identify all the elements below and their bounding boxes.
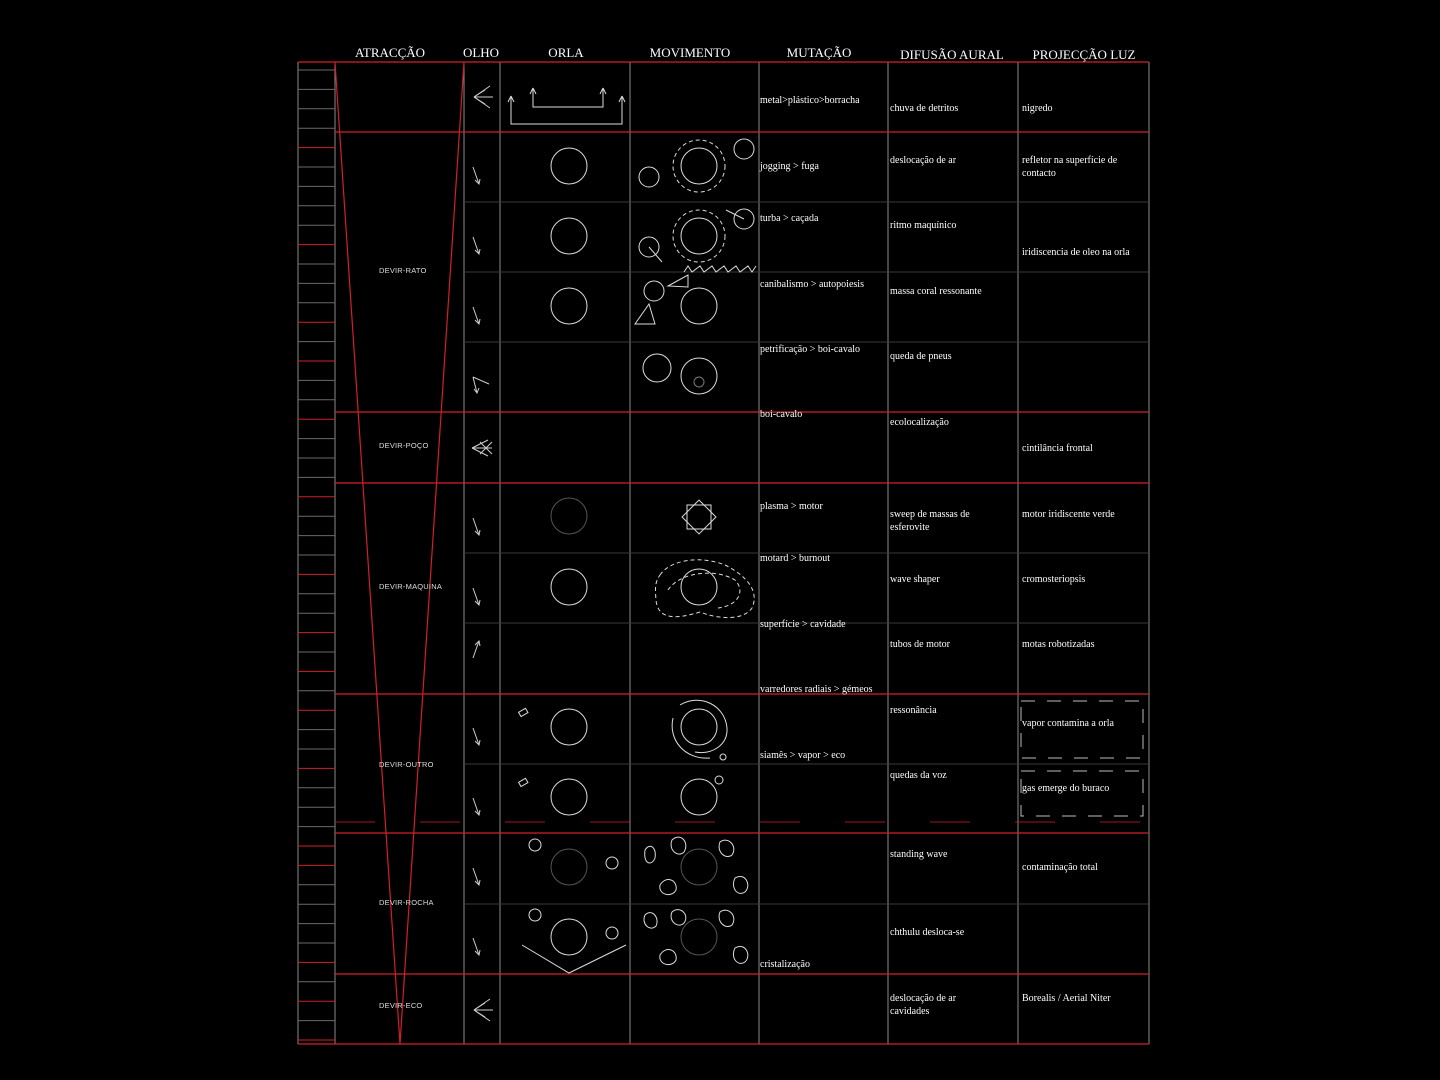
devir-label: DEVIR-ROCHA: [379, 898, 434, 907]
devir-label: DEVIR-POÇO: [379, 441, 429, 450]
mutacao-text: superfície > cavidade: [760, 619, 846, 630]
mutacao-text: varredores radiais > gémeos: [760, 684, 873, 695]
orla-tray-shape: [507, 87, 626, 125]
projeccao-text: contaminação total: [1022, 862, 1098, 873]
difusao-text: ecolocalização: [890, 417, 949, 428]
orla-dot: [528, 908, 542, 922]
difusao-text: deslocação de ar cavidades: [890, 993, 957, 1017]
orla-circle: [550, 497, 588, 535]
arrow-down-icon: [472, 306, 481, 326]
difusao-text: massa coral ressonante: [890, 286, 982, 297]
difusao-text: quedas da voz: [890, 770, 947, 781]
arrow-up-icon: [472, 639, 481, 659]
orla-circle: [550, 568, 588, 606]
difusao-text: tubos de motor: [890, 639, 950, 650]
movimento-column: [634, 138, 757, 966]
ruler-ladder: [298, 69, 335, 1041]
orla-circle: [550, 708, 588, 746]
mutacao-text: jogging > fuga: [760, 161, 819, 172]
orla-column: [507, 87, 627, 974]
orla-circle: [550, 217, 588, 255]
orla-circle: [550, 848, 588, 886]
mutacao-text: metal>plástico>borracha: [760, 95, 860, 106]
header-difusao-aural: DIFUSÃO AURAL: [900, 47, 1004, 62]
arrow-down-icon: [472, 727, 481, 747]
mutacao-text: siamês > vapor > eco: [760, 750, 846, 761]
devir-label: DEVIR-RATO: [379, 266, 427, 275]
header-atraccao: ATRACÇÃO: [354, 45, 426, 60]
projeccao-frames: [1020, 700, 1144, 817]
row-lines: [464, 201, 1149, 905]
arrow-down-icon: [472, 797, 481, 817]
arrow-down-icon: [472, 236, 481, 256]
fan-arrow-icon: [473, 85, 493, 109]
projeccao-text: gas emerge do buraco: [1022, 783, 1110, 794]
orla-chip: [517, 707, 529, 718]
difusao-text: sweep de massas de esferovite: [890, 509, 970, 533]
arrow-down-icon: [472, 166, 481, 186]
projeccao-text: cromosteriopsis: [1022, 574, 1086, 585]
orla-dot: [528, 838, 542, 852]
difusao-text: wave shaper: [890, 574, 940, 585]
orla-circle: [550, 918, 588, 956]
projeccao-text: cintilância frontal: [1022, 443, 1093, 454]
difusao-text: standing wave: [890, 849, 948, 860]
orla-circle: [550, 287, 588, 325]
orla-v-shape: [521, 944, 627, 974]
difusao-text: ritmo maquínico: [890, 220, 957, 231]
olho-column: [471, 85, 493, 1022]
orla-chip: [517, 777, 529, 788]
difusao-text: ressonância: [890, 705, 937, 716]
devir-label: DEVIR-MAQUINA: [379, 582, 443, 591]
projeccao-text: nigredo: [1022, 103, 1053, 114]
orla-dot: [605, 856, 619, 870]
orla-circle: [550, 778, 588, 816]
mutacao-text: petrificação > boi-cavalo: [760, 344, 861, 355]
orla-dot: [605, 926, 619, 940]
difusao-text: queda de pneus: [890, 351, 952, 362]
mutacao-text: boi-cavalo: [760, 409, 803, 420]
mutacao-text: cristalização: [760, 959, 810, 970]
difusao-text: chuva de detritos: [890, 103, 959, 114]
arrow-down-icon: [472, 937, 481, 957]
devir-label: DEVIR-ECO: [379, 1001, 423, 1010]
devir-label: DEVIR-OUTRO: [379, 760, 434, 769]
mutacao-text: motard > burnout: [760, 553, 831, 564]
arrow-down-icon: [472, 517, 481, 537]
header-movimento: MOVIMENTO: [649, 45, 731, 60]
projeccao-text: refletor na superfície de contacto: [1022, 155, 1118, 179]
difusao-text: chthulu desloca-se: [890, 927, 965, 938]
arrow-down-icon: [472, 867, 481, 887]
mutacao-text: canibalismo > autopoiesis: [760, 279, 864, 290]
difusao-text: deslocação de ar: [890, 155, 957, 166]
section-lines: [298, 61, 1149, 1045]
projeccao-text: vapor contamina a orla: [1022, 718, 1114, 729]
mutacao-text: plasma > motor: [760, 501, 823, 512]
cross-arrow-icon: [471, 439, 493, 457]
header-mutacao: MUTAÇÃO: [786, 45, 852, 60]
projeccao-text: motor iridiscente verde: [1022, 509, 1115, 520]
projeccao-text: iridiscencia de oleo na orla: [1022, 247, 1130, 258]
projeccao-text: Borealis / Aerial Niter: [1022, 993, 1111, 1004]
header-projeccao-luz: PROJECÇÃO LUZ: [1032, 47, 1136, 62]
header-olho: OLHO: [462, 45, 500, 60]
projeccao-text: motas robotizadas: [1022, 639, 1095, 650]
fan-arrow-icon: [473, 998, 493, 1022]
split-arrow-icon: [472, 376, 490, 395]
arrow-down-icon: [472, 587, 481, 607]
mutacao-text: turba > caçada: [760, 213, 819, 224]
attraction-funnel: [334, 61, 465, 1045]
orla-circle: [550, 147, 588, 185]
header-orla: ORLA: [548, 45, 584, 60]
